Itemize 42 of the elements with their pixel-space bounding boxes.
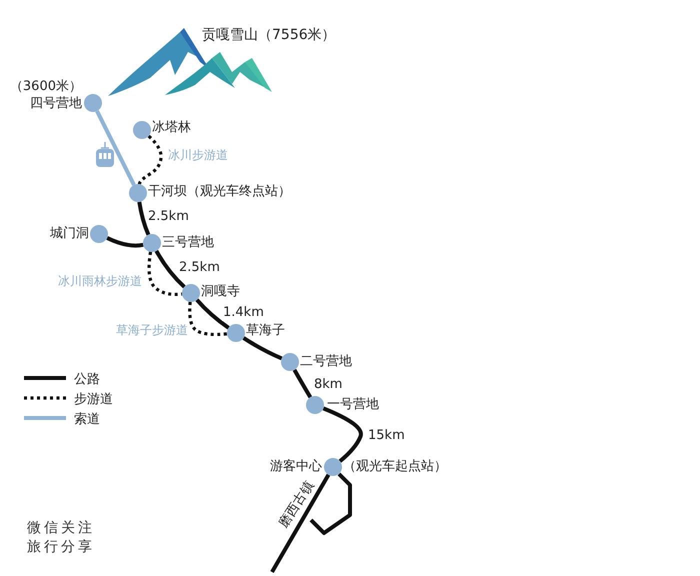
road-line bbox=[137, 202, 150, 236]
station-label: （观光车起点站） bbox=[343, 459, 447, 475]
station-dot bbox=[90, 225, 108, 243]
station-label: 城门洞 bbox=[50, 226, 89, 242]
mountain-title: 贡嘎雪山（7556米） bbox=[202, 26, 336, 44]
station-dot bbox=[84, 94, 102, 112]
road-line bbox=[242, 336, 283, 360]
edge-label: 草海子步游道 bbox=[115, 323, 189, 338]
road-line bbox=[292, 368, 312, 398]
legend-label: 公路 bbox=[74, 371, 100, 388]
note-text: 微信关注旅行分享 bbox=[27, 519, 96, 557]
road-line bbox=[154, 250, 186, 288]
station-label: 一号营地 bbox=[327, 397, 379, 413]
edge-label: 冰川雨林步游道 bbox=[57, 274, 143, 288]
footpath-line bbox=[188, 302, 228, 336]
footpath-line bbox=[138, 134, 163, 185]
station-dot bbox=[306, 396, 324, 414]
station-dot bbox=[182, 284, 200, 302]
legend-label: 步游道 bbox=[74, 391, 113, 408]
station-label: 游客中心 bbox=[270, 459, 322, 475]
station-dot bbox=[324, 458, 342, 476]
footpath-line bbox=[147, 252, 182, 296]
road-line bbox=[195, 298, 230, 330]
ropeway-line bbox=[95, 110, 136, 186]
station-dot bbox=[143, 234, 161, 252]
road-line bbox=[322, 406, 363, 463]
station-label: 二号营地 bbox=[300, 354, 352, 370]
station-label: 干河坝（观光车终点站） bbox=[148, 184, 291, 200]
edge-label: 冰川步游道 bbox=[167, 148, 229, 162]
station-label: 三号营地 bbox=[162, 235, 214, 251]
road-line bbox=[270, 472, 352, 574]
station-label: 洞嘎寺 bbox=[201, 284, 240, 300]
station-label: （3600米） bbox=[10, 79, 82, 95]
station-label: 冰塔林 bbox=[152, 120, 191, 136]
station-dot bbox=[281, 353, 299, 371]
road-line bbox=[106, 236, 144, 248]
station-label: 草海子 bbox=[246, 323, 285, 339]
station-dot bbox=[227, 324, 245, 342]
legend-label: 索道 bbox=[74, 411, 100, 428]
station-dot bbox=[129, 184, 147, 202]
station-dot bbox=[133, 121, 151, 139]
station-label: 四号营地 bbox=[30, 96, 82, 112]
